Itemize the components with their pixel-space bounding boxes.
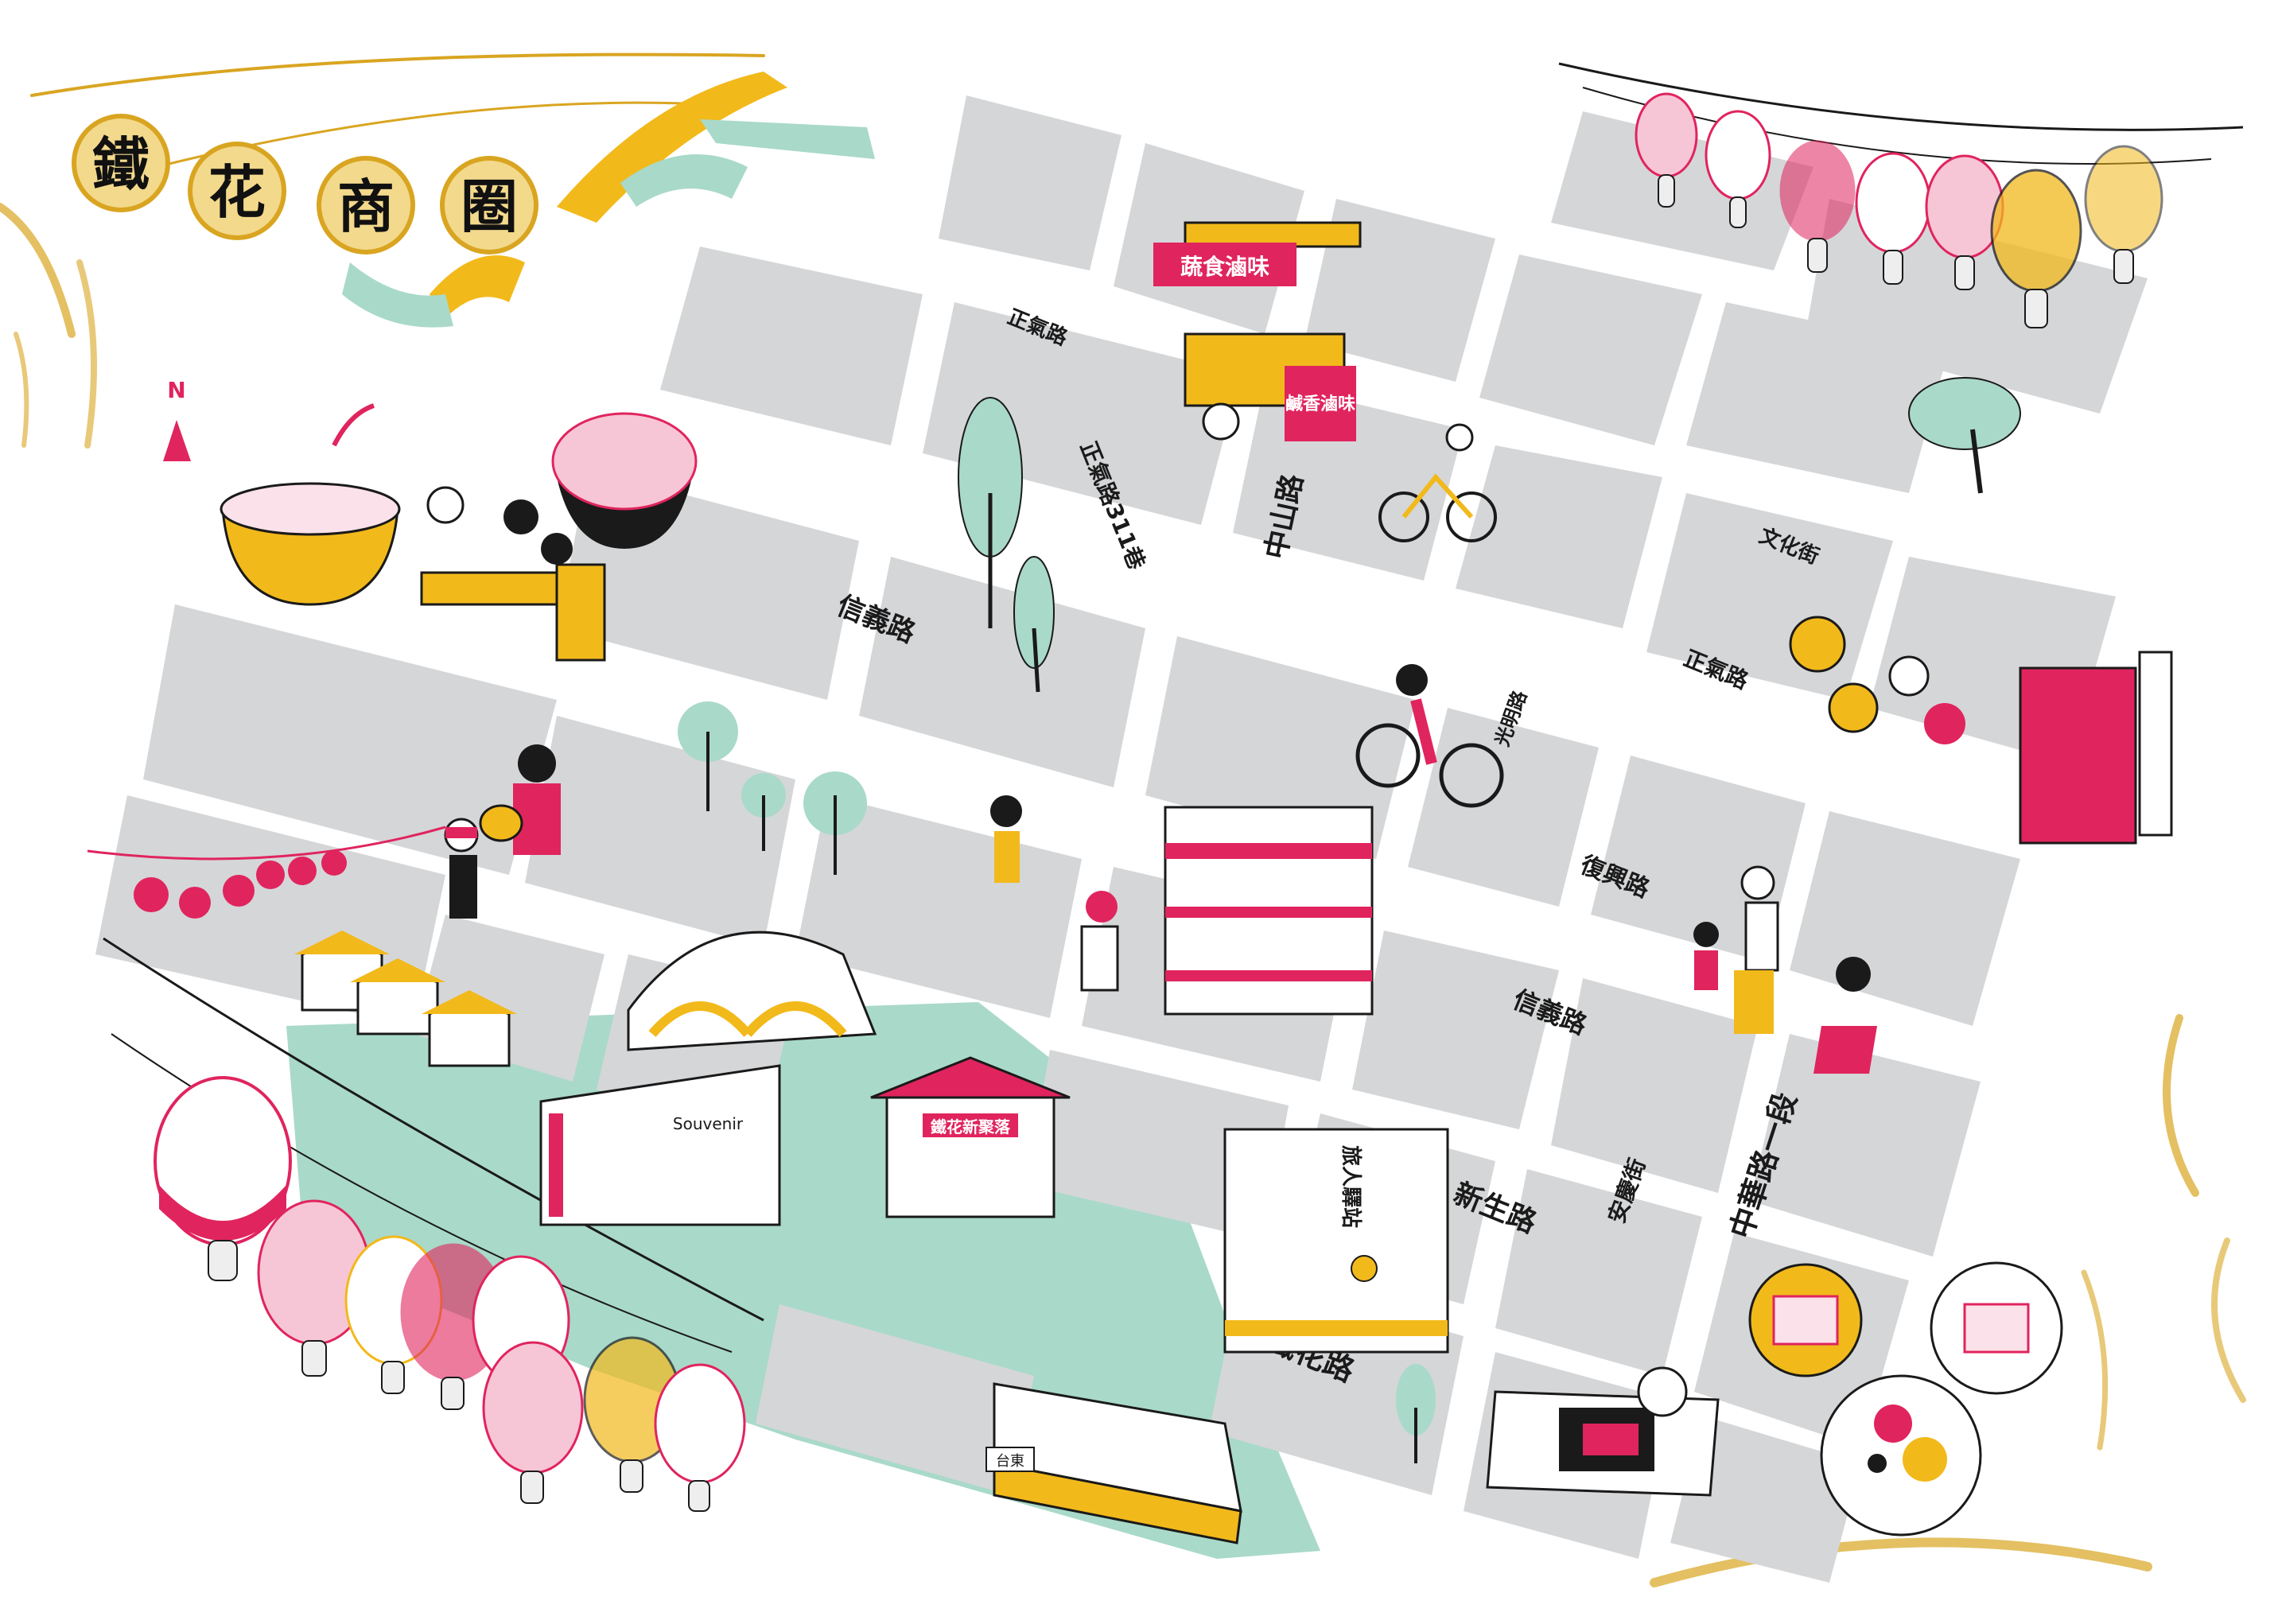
lantern-string-bottom-left (103, 937, 764, 1512)
lantern-icon (654, 1363, 746, 1512)
title-char-2: 花 (208, 158, 266, 226)
map-title: 鐵 花 商 圈 (72, 114, 538, 254)
cyclist-icon (1355, 664, 1504, 808)
title-char-1: 鐵 (92, 130, 150, 198)
lantern-icon (1990, 169, 2082, 328)
market-stalls (294, 930, 517, 1067)
station-gate: 鐵花新聚落 (870, 1056, 1071, 1218)
tree-icon (678, 701, 738, 811)
lantern-icon (1705, 110, 1771, 228)
pavilion (627, 930, 877, 1051)
soup-bowl-icon (1930, 1261, 2063, 1395)
lantern-icon (257, 1199, 371, 1377)
shaved-ice-icon (551, 412, 698, 549)
lantern-icon (2084, 145, 2163, 284)
food-cart-banner: 蔬食滷味 (1180, 254, 1269, 280)
north-arrow-icon (163, 420, 191, 461)
tree-icon (741, 773, 786, 851)
poster-board (2019, 651, 2173, 845)
lantern-icon (482, 1341, 584, 1504)
musician-icon (479, 744, 561, 855)
tree-icon (1013, 556, 1055, 693)
dumpling-plate-icon (1748, 1263, 1863, 1377)
tram: 台東 (985, 1382, 1242, 1544)
tree-icon (958, 397, 1023, 628)
north-compass: N (163, 377, 191, 461)
apartment-building (1164, 806, 1374, 1016)
tram-station-sign: 台東 (996, 1453, 1024, 1470)
title-char-4: 圈 (461, 173, 518, 240)
cyclist-icon (1378, 423, 1497, 542)
hostel-sign: 旅人驛站 (1339, 1145, 1363, 1228)
station-gate-sign: 鐵花新聚落 (931, 1117, 1011, 1136)
diner-table (420, 486, 606, 662)
title-char-3: 商 (337, 173, 395, 240)
lantern-icon (1635, 92, 1698, 208)
tree-icon (1908, 377, 2021, 494)
bento-tray-icon (1486, 1366, 1720, 1497)
fruit-icon (1789, 616, 1965, 744)
ribbon-decor (342, 72, 875, 328)
scooter-rider-icon (1813, 957, 1877, 1074)
lantern-string-top-right (1558, 62, 2244, 328)
food-cart: 蔬食滷味 鹹香滷味 (1153, 221, 1362, 441)
hostel-building: 旅人驛站 (1223, 1128, 1449, 1354)
family-icon (1693, 865, 1779, 1034)
noodle-plate-icon (1820, 1374, 1982, 1537)
traveler-icon (990, 795, 1119, 992)
food-cart-side-sign: 鹹香滷味 (1285, 394, 1355, 414)
noodle-bowl-icon (220, 403, 401, 606)
lantern-icon (154, 1076, 292, 1281)
souvenir-sign: Souvenir (673, 1114, 744, 1133)
gold-ribbon-decor (0, 52, 2246, 1587)
compass-label: N (167, 377, 185, 403)
dancer-icon (444, 818, 479, 919)
pink-bunting (87, 826, 446, 919)
tree-icon (803, 771, 867, 875)
lantern-icon (1779, 140, 1856, 273)
souvenir-shop: Souvenir (539, 1064, 781, 1226)
tree-icon (1396, 1364, 1436, 1463)
